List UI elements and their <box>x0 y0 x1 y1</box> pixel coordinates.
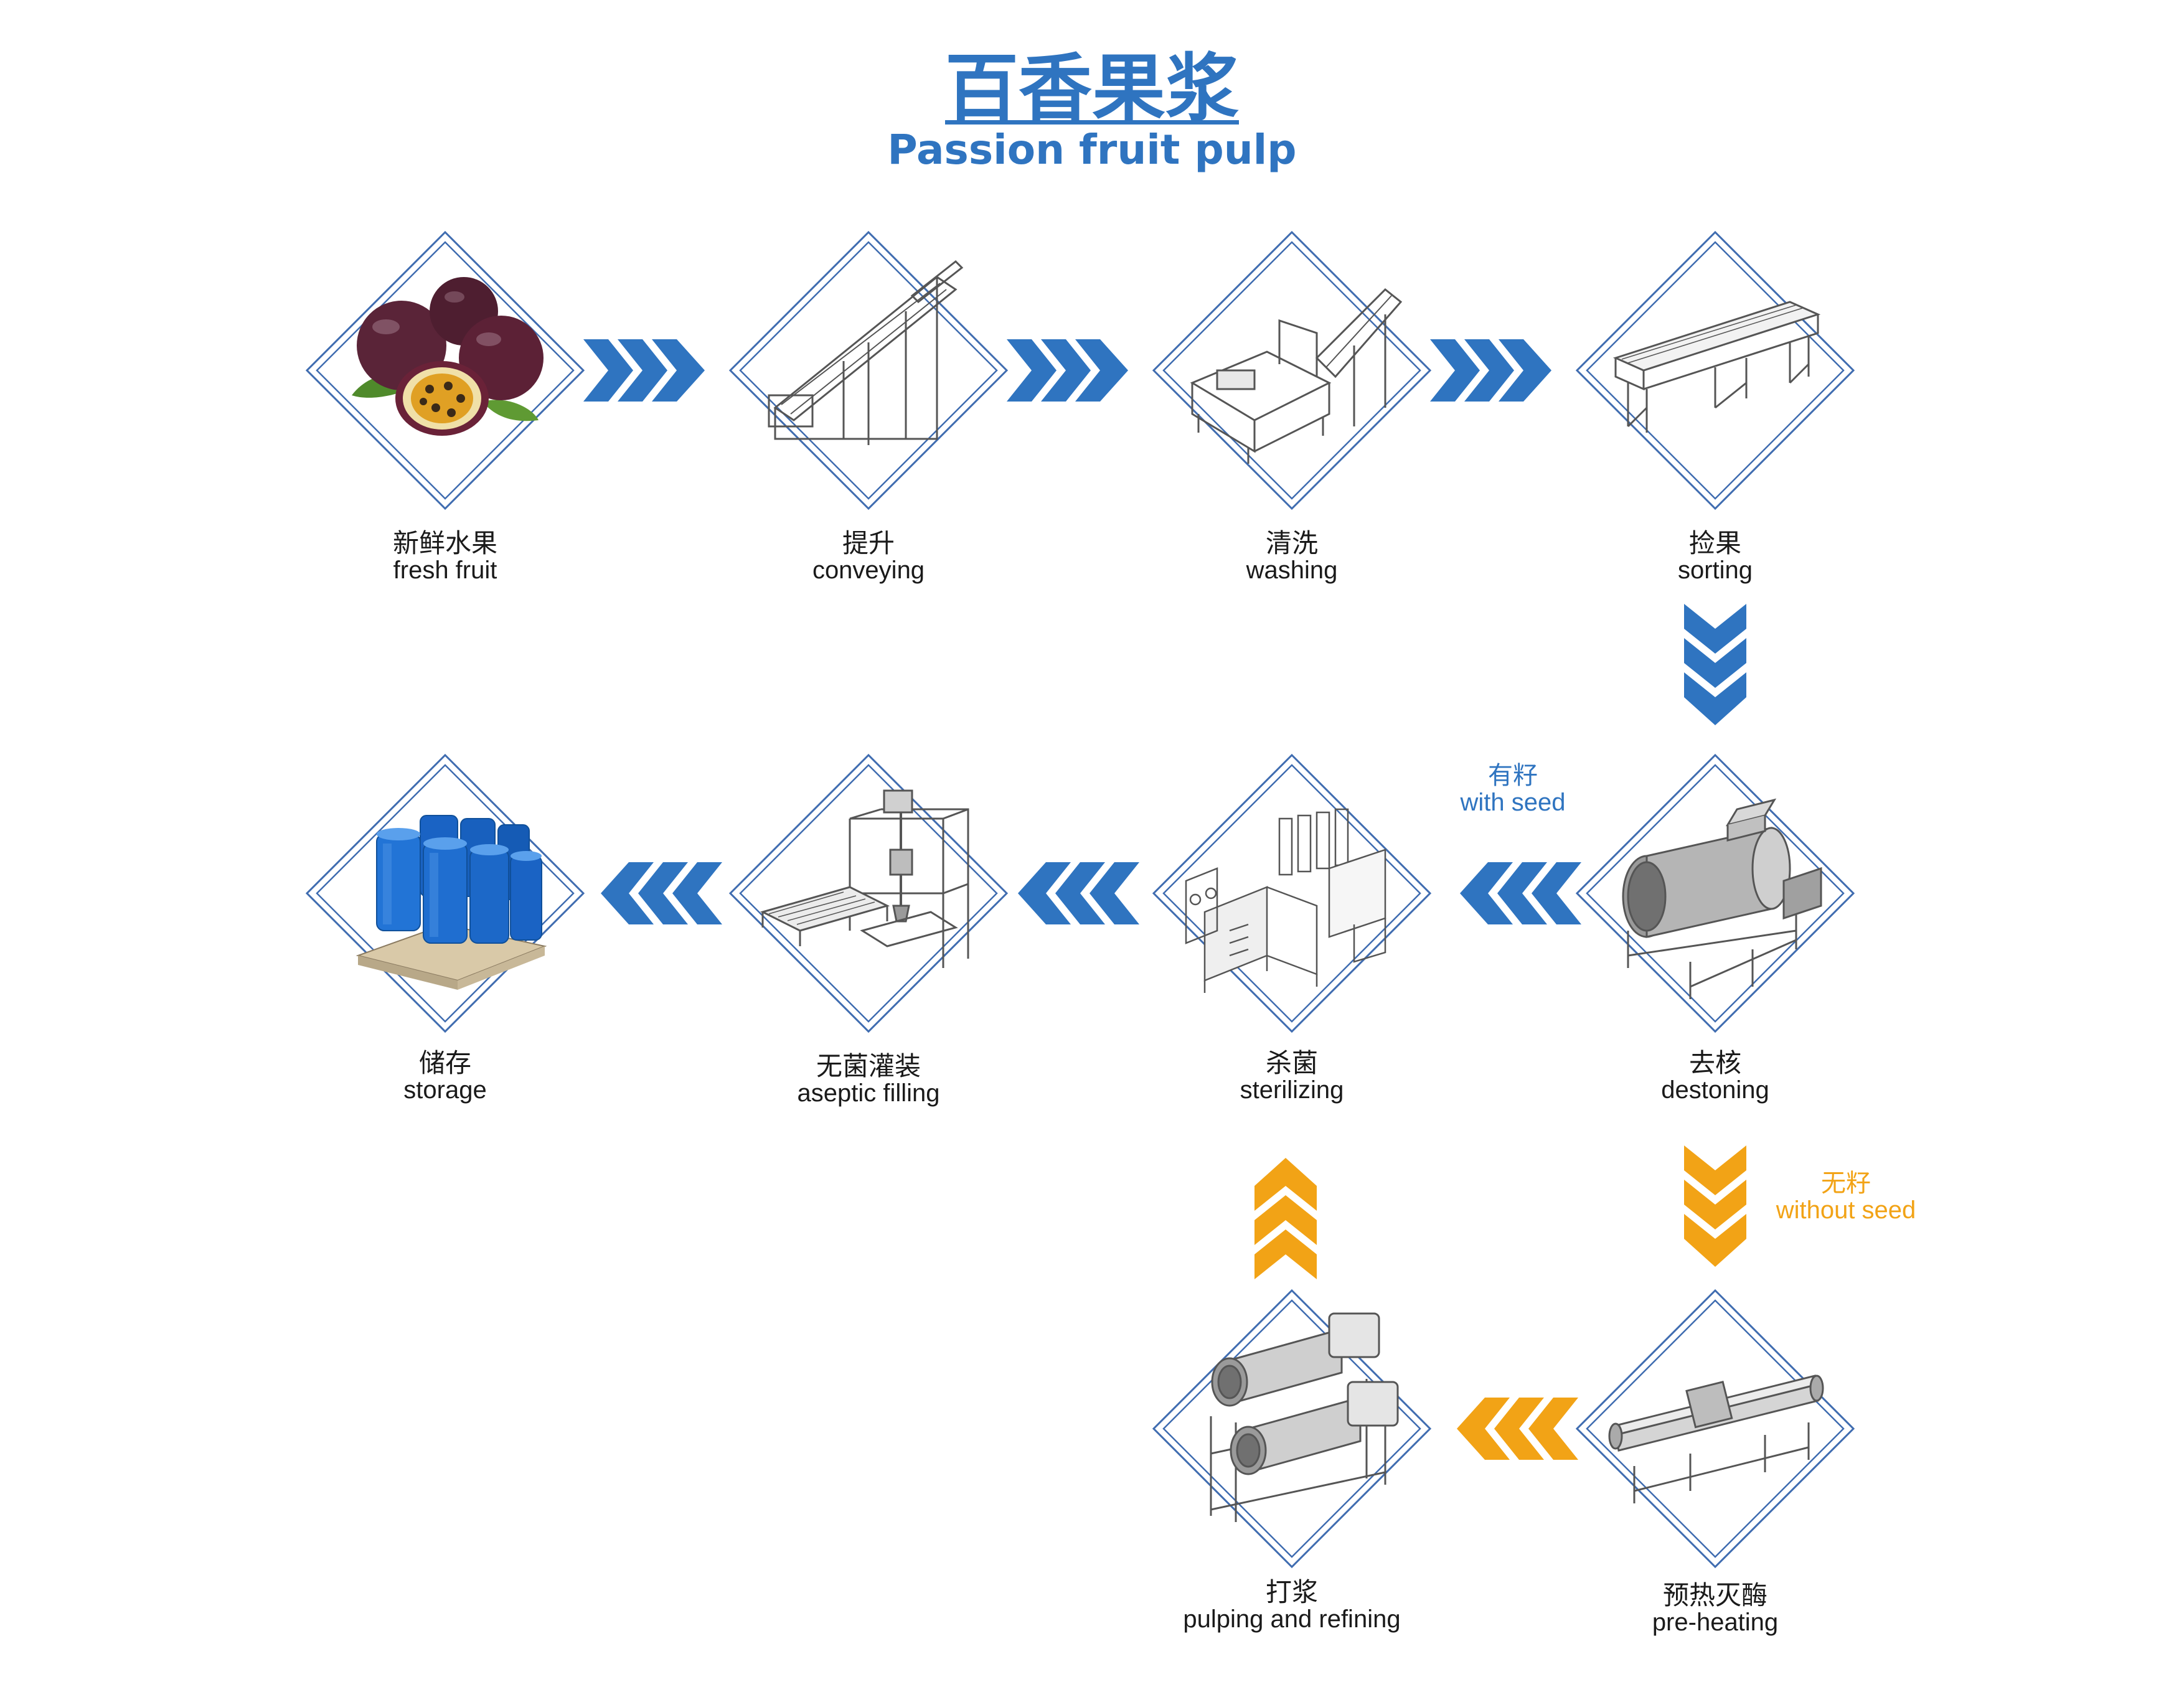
flow-arrow-left-pulping <box>1457 1398 1578 1460</box>
flow-arrow-left-with-seed <box>1460 862 1581 924</box>
flow-arrow-up-sterilizing <box>1254 1158 1317 1279</box>
destoner-machine-icon <box>1622 798 1822 999</box>
page-subtitle: Passion fruit pulp <box>887 126 1297 174</box>
sorting-conveyor-icon <box>1612 301 1821 433</box>
flow-arrow-left-2 <box>1018 862 1139 924</box>
blue-drums-icon <box>355 815 547 990</box>
pulper-machine-icon <box>1210 1312 1399 1522</box>
flow-arrow-right-3 <box>1430 339 1551 402</box>
elevator-conveyor-icon <box>768 260 964 445</box>
passion-fruit-image <box>352 277 544 436</box>
step-frame-washing <box>1152 231 1431 510</box>
washing-machine-icon <box>1190 288 1403 464</box>
flow-arrow-left-3 <box>601 862 722 924</box>
sterilizer-plant-icon <box>1185 808 1386 993</box>
flow-arrow-right-2 <box>1007 339 1128 402</box>
tube-heater-icon <box>1608 1375 1824 1503</box>
flow-arrow-right-1 <box>583 339 705 402</box>
page-title: 百香果浆 <box>944 45 1239 131</box>
aseptic-filler-icon <box>760 789 969 968</box>
flow-arrow-down-sorting <box>1684 604 1746 725</box>
